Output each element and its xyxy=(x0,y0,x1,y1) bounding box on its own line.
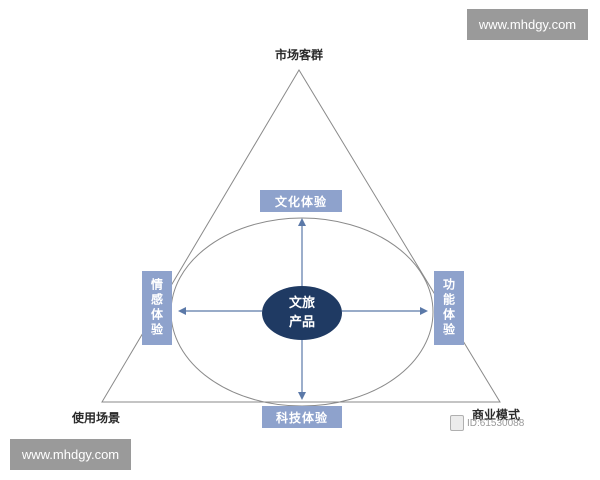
core-node xyxy=(262,286,342,340)
watermark-top: www.mhdgy.com xyxy=(467,9,588,40)
experience-box-culture: 文化体验 xyxy=(260,190,342,212)
corner-label-business-model: 商业模式 xyxy=(472,408,521,422)
experience-box-technology: 科技体验 xyxy=(262,406,342,428)
experience-box-function: 功能体验 xyxy=(434,271,464,345)
triangle-outline xyxy=(101,69,501,403)
core-label-line1: 文旅 xyxy=(288,296,315,311)
experience-box-emotion: 情感体验 xyxy=(142,271,172,345)
core-label: 文旅 产品 xyxy=(262,286,342,340)
stamp-logo-icon xyxy=(450,415,464,431)
watermark-bottom: www.mhdgy.com xyxy=(10,439,131,470)
corner-label-market: 市场客群 xyxy=(274,48,323,62)
core-label-line2: 产品 xyxy=(288,315,315,330)
image-stamp: ID:61530088 xyxy=(450,415,524,431)
corner-label-scenario: 使用场景 xyxy=(72,411,121,425)
stamp-id: ID:61530088 xyxy=(467,417,525,429)
